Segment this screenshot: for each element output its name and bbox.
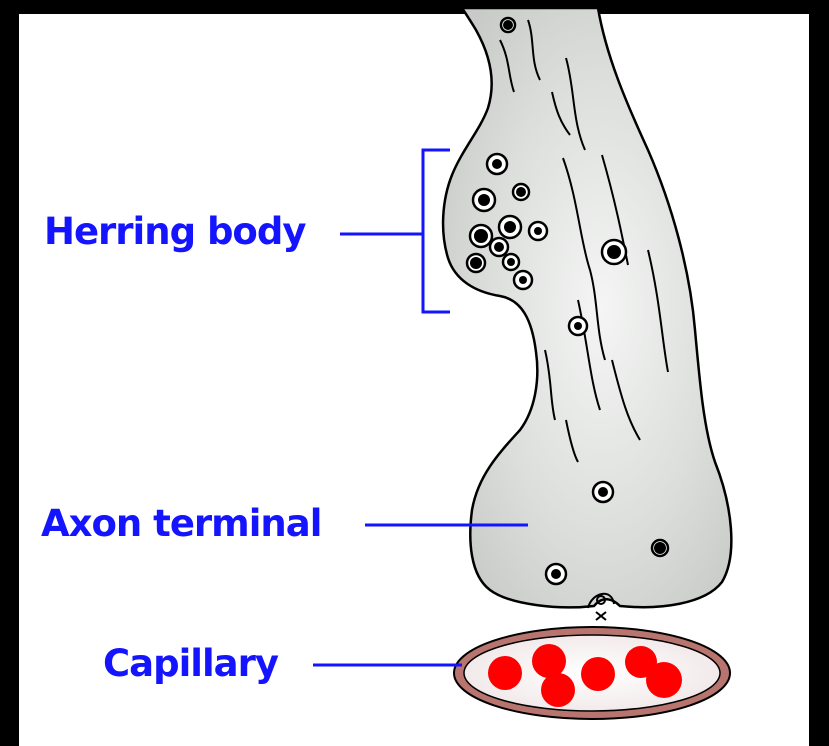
axon-shape — [443, 8, 731, 607]
herring-body-pointer — [340, 150, 450, 312]
herring-body-label: Herring body — [44, 213, 305, 250]
axon-terminal-label: Axon terminal — [41, 505, 321, 542]
capillary-label: Capillary — [103, 645, 278, 682]
